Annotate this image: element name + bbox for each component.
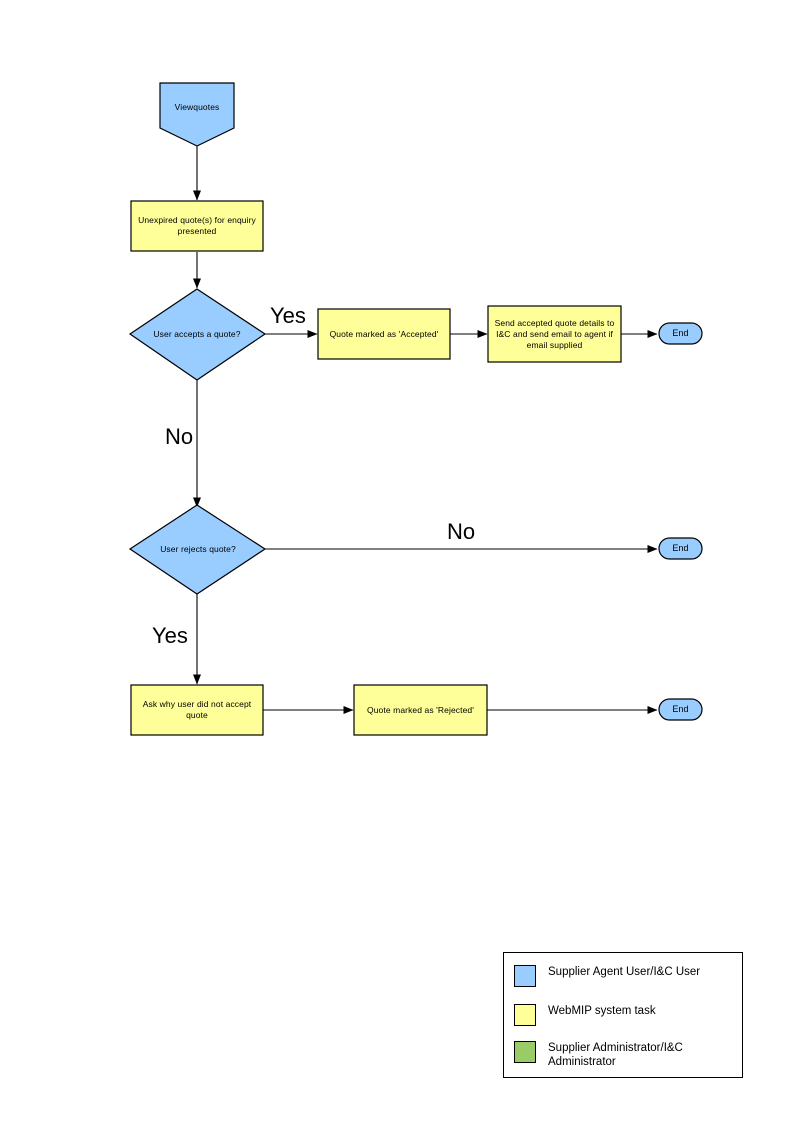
node-send-accepted-details[interactable] — [487, 305, 622, 363]
node-end-2[interactable] — [658, 537, 703, 560]
node-quote-rejected[interactable] — [353, 684, 488, 736]
legend-item-supplier-administrator: Supplier Administrator/I&C Administrator — [514, 1041, 738, 1069]
node-end-3[interactable] — [658, 698, 703, 721]
legend-item-webmip-system-task: WebMIP system task — [514, 1004, 656, 1026]
edge-label-accepts-no: No — [165, 424, 194, 449]
legend-item-supplier-agent: Supplier Agent User/I&C User — [514, 965, 700, 987]
node-start-viewquotes[interactable] — [159, 82, 235, 147]
legend-label-webmip-system-task: WebMIP system task — [548, 1005, 656, 1017]
legend-label-supplier-agent: Supplier Agent User/I&C User — [548, 966, 701, 978]
edge-label-rejects-yes: Yes — [152, 623, 188, 648]
legend-label-supplier-administrator: Supplier Administrator/I&C Administrator — [548, 1042, 683, 1068]
node-decision-user-rejects[interactable] — [128, 504, 267, 595]
node-ask-why[interactable] — [130, 684, 264, 736]
edge-label-rejects-no: No — [447, 519, 476, 544]
node-decision-user-accepts[interactable] — [128, 288, 267, 381]
legend-swatch-yellow — [514, 1004, 536, 1026]
legend-swatch-green — [514, 1041, 536, 1063]
legend-swatch-blue — [514, 965, 536, 987]
edge-label-accepts-yes: Yes — [270, 303, 306, 328]
node-quote-accepted[interactable] — [317, 308, 451, 360]
node-unexpired-quotes[interactable] — [130, 200, 264, 252]
node-end-1[interactable] — [658, 322, 703, 345]
legend: Supplier Agent User/I&C User WebMIP syst… — [503, 952, 743, 1078]
